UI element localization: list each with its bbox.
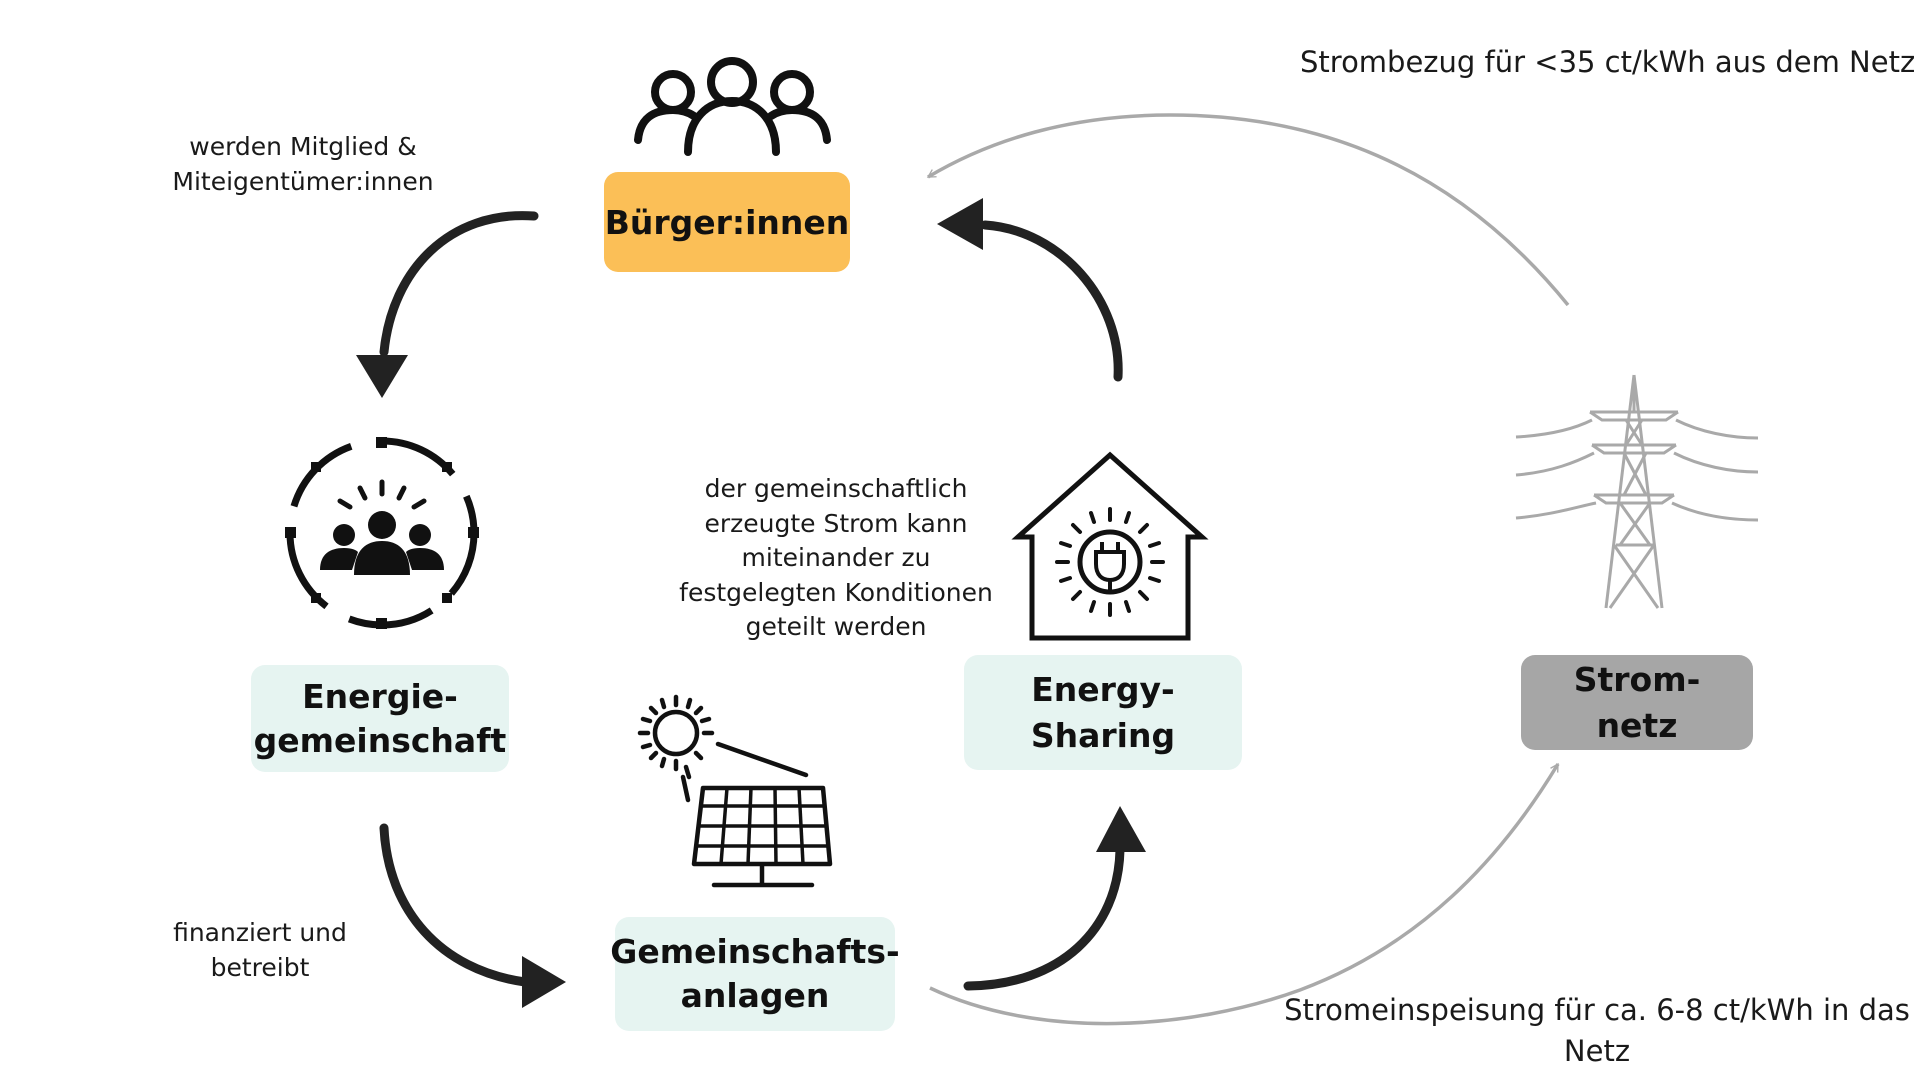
annotation-membership: werden Mitglied & Miteigentümer:innen: [172, 132, 434, 196]
community-circle-icon: [285, 437, 479, 629]
node-energy-community: Energie- gemeinschaft: [251, 665, 509, 772]
grid-arrow-to-grid: [929, 762, 1560, 1026]
node-energy-sharing-label: Energy- Sharing: [1030, 669, 1176, 755]
grid-arrow-from-grid: [926, 113, 1570, 307]
power-pylon-icon: [1515, 374, 1759, 609]
solar-panel-icon: [637, 694, 833, 888]
node-community-plants: Gemeinschafts- anlagen: [610, 917, 900, 1031]
node-community-plants-label: Gemeinschafts- anlagen: [610, 932, 900, 1015]
annotation-grid-purchase: Strombezug für <35 ct/kWh aus dem Netz: [1300, 45, 1916, 79]
node-power-grid: Strom- netz: [1521, 655, 1753, 750]
annotation-grid-feed-in: Stromeinspeisung für ca. 6-8 ct/kWh in d…: [1284, 993, 1910, 1068]
house-plug-icon: [1011, 451, 1209, 641]
node-citizens: Bürger:innen: [604, 172, 850, 272]
node-energy-community-label: Energie- gemeinschaft: [253, 676, 507, 760]
cycle-arrow-sharing-to-citizens: [937, 198, 1123, 382]
node-energy-sharing: Energy- Sharing: [964, 655, 1242, 770]
cycle-arrow-plants-to-sharing: [963, 806, 1146, 991]
node-power-grid-label: Strom- netz: [1573, 659, 1701, 745]
annotation-sharing: der gemeinschaftlich erzeugte Strom kann…: [679, 474, 993, 641]
node-citizens-label: Bürger:innen: [604, 202, 850, 242]
cycle-arrow-citizens-to-community: [356, 211, 539, 398]
cycle-arrow-community-to-plants: [379, 823, 566, 1008]
people-group-icon: [634, 57, 831, 156]
annotation-financing: finanziert und betreibt: [173, 918, 347, 982]
